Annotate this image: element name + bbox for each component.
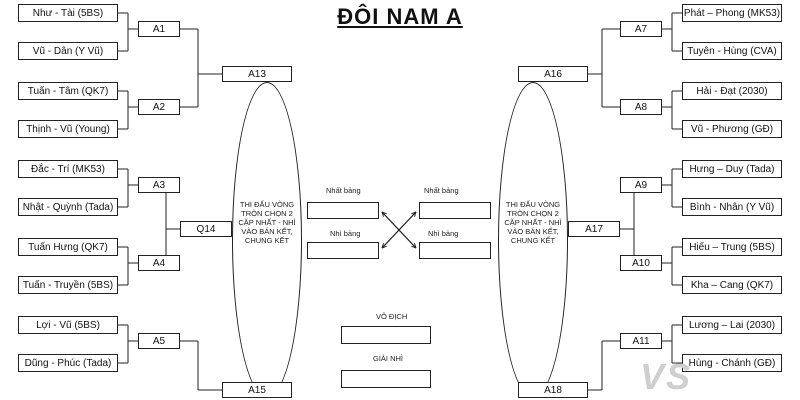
- champion-label: VÔ ĐỊCH: [376, 312, 408, 321]
- team-left-1: Như - Tài (5BS): [18, 4, 118, 22]
- team-right-5: Hưng – Duy (Tada): [682, 160, 782, 178]
- group-note-right: THI ĐẤU VÒNG TRÒN CHỌN 2 CẶP NHẤT - NHÌ …: [504, 200, 562, 245]
- match-right-5: A11: [620, 333, 662, 349]
- group-left-mid: Q14: [180, 221, 232, 237]
- semi-slot-right-first: [419, 202, 491, 219]
- group-right-bottom: A18: [518, 382, 588, 398]
- bracket-connector-78: [381, 211, 384, 217]
- champion-slot: [341, 326, 431, 344]
- watermark-logo: VS: [640, 356, 693, 397]
- semi-label-right-first: Nhất bảng: [424, 186, 459, 195]
- team-right-4: Vũ - Phương (GĐ): [682, 120, 782, 138]
- runner-up-slot: [341, 370, 431, 388]
- match-left-2: A2: [138, 99, 180, 115]
- team-left-8: Tuấn - Truyền (5BS): [18, 276, 118, 294]
- semi-label-left-second: Nhì bảng: [330, 229, 361, 238]
- team-right-9: Lương – Lai (2030): [682, 316, 782, 334]
- team-left-3: Tuấn - Tâm (QK7): [18, 82, 118, 100]
- team-left-2: Vũ - Dân (Y Vũ): [18, 42, 118, 60]
- match-right-4: A10: [620, 255, 662, 271]
- semi-slot-left-second: [307, 242, 379, 259]
- team-left-6: Nhật - Quỳnh (Tada): [18, 198, 118, 216]
- match-right-2: A8: [620, 99, 662, 115]
- team-right-7: Hiếu – Trung (5BS): [682, 238, 782, 256]
- team-right-10: Hùng - Chánh (GĐ): [682, 354, 782, 372]
- match-left-5: A5: [138, 333, 180, 349]
- match-right-3: A9: [620, 177, 662, 193]
- group-left-bottom: A15: [222, 382, 292, 398]
- team-right-8: Kha – Cang (QK7): [682, 276, 782, 294]
- group-right-mid: A17: [568, 221, 620, 237]
- team-left-10: Dũng - Phúc (Tada): [18, 354, 118, 372]
- semi-label-left-first: Nhất bảng: [326, 186, 361, 195]
- match-left-4: A4: [138, 255, 180, 271]
- match-right-1: A7: [620, 21, 662, 37]
- bracket-connector-77: [381, 211, 387, 215]
- match-left-1: A1: [138, 21, 180, 37]
- runner-up-label: GIẢI NHÌ: [373, 354, 404, 363]
- group-note-left: THI ĐẤU VÒNG TRÒN CHỌN 2 CẶP NHẤT - NHÌ …: [238, 200, 296, 245]
- team-left-4: Thịnh - Vũ (Young): [18, 120, 118, 138]
- semi-label-right-second: Nhì bảng: [428, 229, 459, 238]
- team-right-2: Tuyên - Hùng (CVA): [682, 42, 782, 60]
- bracket-connector-76: [381, 211, 417, 249]
- semi-slot-left-first: [307, 202, 379, 219]
- team-right-6: Bình - Nhân (Y Vũ): [682, 198, 782, 216]
- team-left-5: Đắc - Trí (MK53): [18, 160, 118, 178]
- match-left-3: A3: [138, 177, 180, 193]
- semi-slot-right-second: [419, 242, 491, 259]
- bracket-connector-74: [381, 243, 384, 249]
- bracket-connector-75: [381, 245, 387, 249]
- team-left-7: Tuấn Hưng (QK7): [18, 238, 118, 256]
- group-left-top: A13: [222, 66, 292, 82]
- group-right-top: A16: [518, 66, 588, 82]
- team-left-9: Lợi - Vũ (5BS): [18, 316, 118, 334]
- bracket-title: ĐÔI NAM A: [337, 4, 463, 29]
- team-right-3: Hải - Đạt (2030): [682, 82, 782, 100]
- team-right-1: Phát – Phong (MK53): [682, 4, 782, 22]
